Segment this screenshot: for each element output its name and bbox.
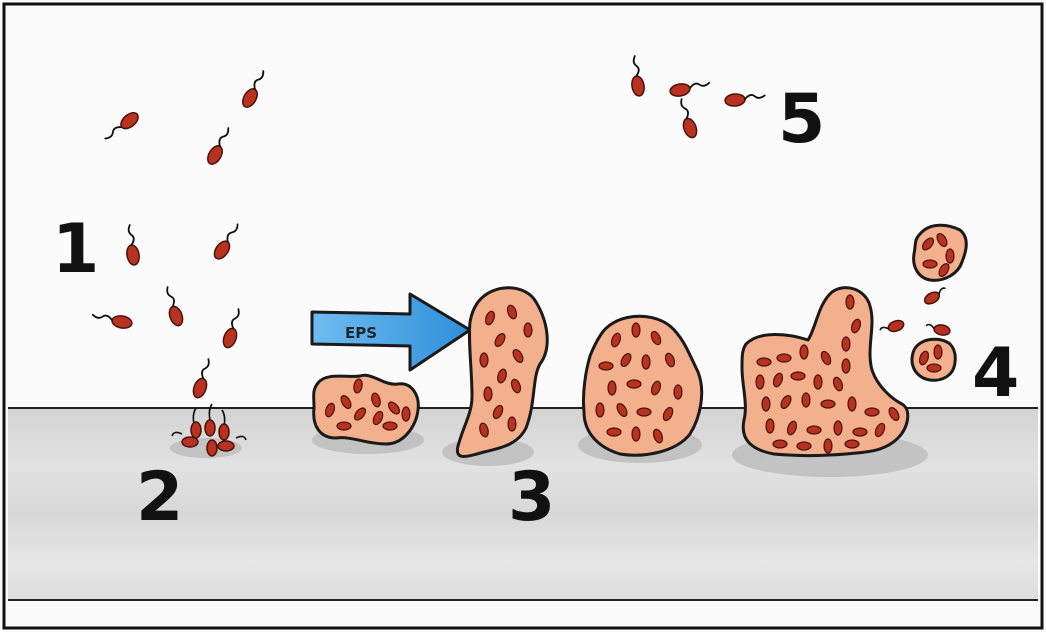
stage-label-1: 1 (52, 210, 99, 289)
stage-label-4: 4 (972, 334, 1019, 413)
eps-arrow-label: EPS (345, 324, 377, 342)
stage-label-2: 2 (136, 458, 183, 537)
dispersed-cluster-lower (912, 339, 955, 380)
stage-label-3: 3 (508, 458, 555, 537)
stage-label-5: 5 (778, 80, 825, 159)
